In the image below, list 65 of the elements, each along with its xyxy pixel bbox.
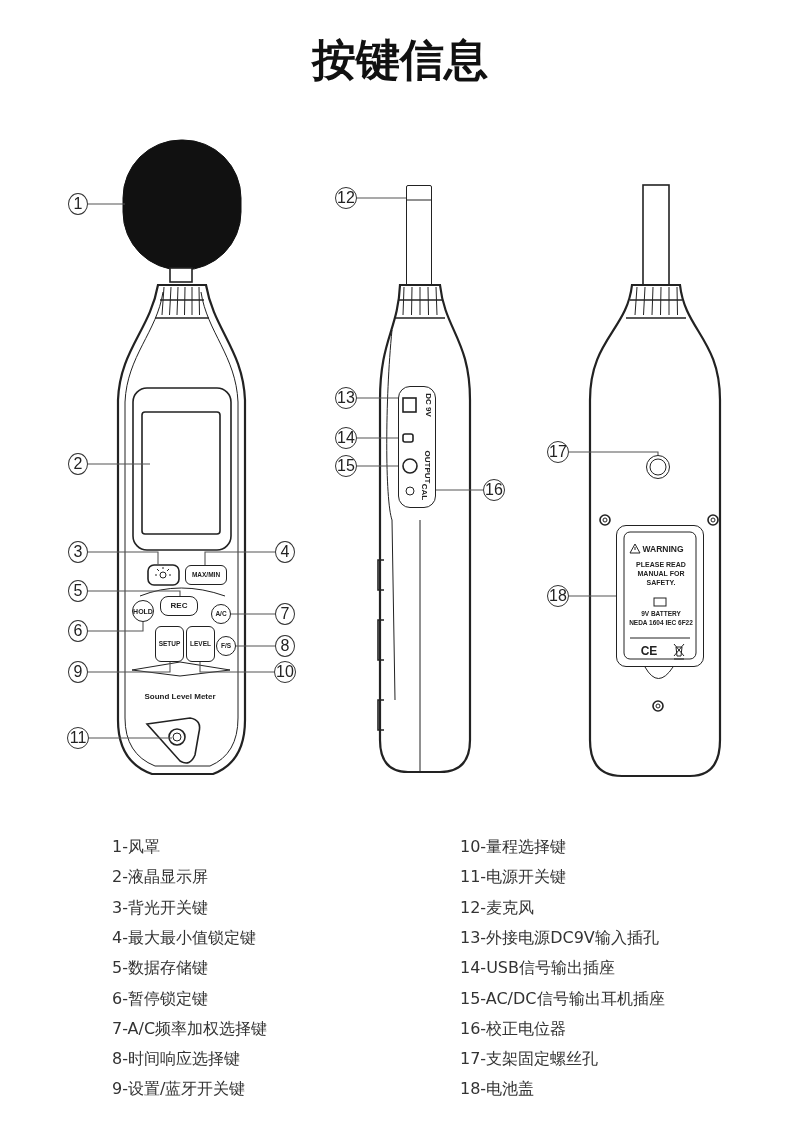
part-description: 13-外接电源DC9V输入插孔 (460, 928, 659, 947)
part-description: 15-AC/DC信号输出耳机插座 (460, 989, 665, 1008)
callout-number: 17 (547, 441, 569, 463)
part-description: 9-设置/蓝牙开关键 (112, 1080, 246, 1098)
part-description: 11-电源开关键 (460, 868, 567, 886)
leader-line (204, 551, 276, 566)
port-panel (398, 386, 436, 508)
callout-number: 9 (68, 661, 88, 683)
leader-line (87, 203, 126, 205)
callout-number: 6 (68, 620, 88, 642)
part-description: 17-支架固定螺丝孔 (460, 1050, 599, 1068)
key: REC (160, 596, 198, 616)
part-description: 16-校正电位器 (460, 1019, 567, 1038)
microphone-tip (406, 185, 432, 285)
ce-mark: CE (640, 645, 658, 657)
device-text: Sound Level Meter (144, 693, 216, 701)
leader-line (230, 613, 276, 615)
callout-number: 3 (68, 541, 88, 563)
leader-line (87, 661, 171, 673)
callout-number: 14 (335, 427, 357, 449)
callout-number: 7 (275, 603, 295, 625)
leader-line (568, 451, 659, 456)
callout-number: 12 (335, 187, 357, 209)
battery-cover (616, 525, 704, 667)
part-description: 18-电池盖 (460, 1080, 535, 1098)
part-description: 3-背光开关键 (112, 898, 208, 917)
leader-line (568, 595, 617, 597)
warning-text: WARNING (642, 544, 684, 554)
part-description: 14-USB信号输出插座 (460, 959, 615, 977)
leader-line (356, 397, 399, 399)
leader-line (87, 551, 159, 566)
callout-number: 18 (547, 585, 569, 607)
callout-number: 5 (68, 580, 88, 602)
leader-line (88, 737, 173, 739)
leader-line (199, 661, 275, 673)
leader-line (87, 463, 151, 465)
callout-number: 11 (67, 727, 89, 749)
leader-line (356, 197, 407, 199)
port-label: CAL (420, 483, 428, 501)
port-label: OUTPUT (423, 450, 431, 484)
part-description: 10-量程选择键 (460, 838, 567, 856)
part-description: 6-暂停锁定键 (112, 989, 208, 1008)
part-description: 7-A/C频率加权选择键 (112, 1019, 268, 1038)
callout-number: 2 (68, 453, 88, 475)
part-description: 2-液晶显示屏 (112, 868, 208, 886)
part-description: 4-最大最小值锁定键 (112, 928, 256, 947)
leader-line (235, 645, 276, 647)
part-description: 12-麦克风 (460, 898, 535, 917)
leader-line (87, 590, 181, 597)
callout-number: 16 (483, 479, 505, 501)
leader-line (435, 489, 484, 491)
part-description: 8-时间响应选择键 (112, 1050, 240, 1068)
leader-line (87, 621, 144, 632)
callout-number: 10 (274, 661, 296, 683)
callout-number: 1 (68, 193, 88, 215)
callout-number: 15 (335, 455, 357, 477)
title: 按键信息 (310, 34, 489, 87)
port-label: DC 9V (424, 393, 432, 417)
part-description: 1-风罩 (112, 838, 160, 856)
callout-number: 13 (335, 387, 357, 409)
leader-line (356, 465, 399, 467)
part-description: 5-数据存储键 (112, 959, 208, 977)
callout-number: 4 (275, 541, 295, 563)
leader-line (356, 437, 399, 439)
callout-number: 8 (275, 635, 295, 657)
